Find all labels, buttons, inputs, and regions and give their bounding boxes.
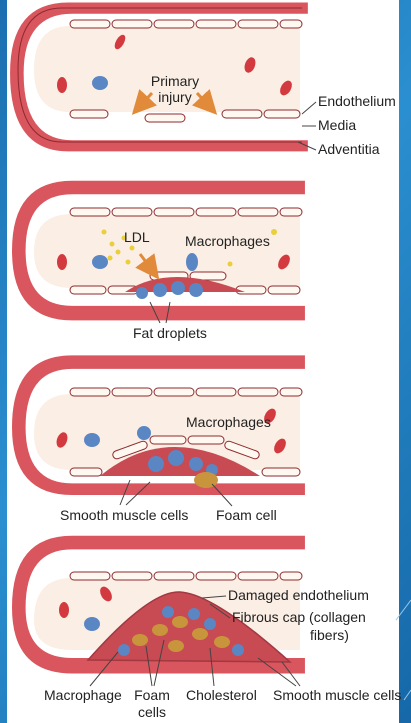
label-smooth-muscle-cells: Smooth muscle cells xyxy=(273,687,401,703)
foam-cells xyxy=(132,616,230,652)
macrophage-icon xyxy=(92,76,108,90)
vessel-wall-outer xyxy=(12,355,305,495)
panel-fibrous-plaque: Damaged endothelium Fibrous cap (collage… xyxy=(12,535,401,720)
vessel-wall-outer xyxy=(12,180,305,321)
macrophage-cluster xyxy=(137,426,218,476)
endothelium-top xyxy=(69,19,303,29)
red-blood-cells xyxy=(57,34,292,96)
label-fibrous-cap: Fibrous cap (collagen fibers) xyxy=(232,609,366,643)
label-foam-cell: Foam cell xyxy=(216,507,277,523)
label-damaged-endothelium: Damaged endothelium xyxy=(228,587,369,603)
label-macrophages: Macrophages xyxy=(186,414,271,430)
label-cholesterol: Cholesterol xyxy=(186,687,257,703)
macrophage-cluster xyxy=(136,253,203,299)
panel-ldl-macrophages: LDL Macrophages Fat droplets xyxy=(12,180,305,341)
label-macrophages: Macrophages xyxy=(185,233,270,249)
label-macrophage: Macrophage xyxy=(44,687,122,703)
red-blood-cells xyxy=(56,408,286,454)
macrophage-icon xyxy=(84,433,100,447)
label-media: Media xyxy=(318,117,356,133)
endothelium-bottom xyxy=(69,435,301,477)
foam-cells-line1: Foam xyxy=(134,687,170,703)
fibrous-cap-line1: Fibrous cap (collagen xyxy=(232,609,366,625)
red-blood-cells xyxy=(59,586,112,618)
vessel-wall-outer xyxy=(10,2,308,152)
macrophage-icon xyxy=(84,617,100,631)
ldl-particles xyxy=(101,229,277,267)
endothelium-top xyxy=(69,571,303,581)
label-smooth-muscle-cells: Smooth muscle cells xyxy=(60,507,188,523)
label-endothelium: Endothelium xyxy=(318,93,396,109)
label-line: injury xyxy=(158,89,191,105)
endothelium-top xyxy=(69,207,303,217)
label-line: Primary xyxy=(151,73,199,89)
macrophage-cluster xyxy=(118,606,244,656)
panel-smooth-muscle: Macrophages Smooth muscle cells Foam cel… xyxy=(12,355,305,523)
foam-cell xyxy=(194,472,218,488)
label-ldl: LDL xyxy=(124,229,150,245)
macrophage-icon xyxy=(92,255,108,269)
decorative-lines xyxy=(395,599,411,701)
red-blood-cells xyxy=(57,254,290,270)
label-fat-droplets: Fat droplets xyxy=(133,325,207,341)
lumen xyxy=(34,214,300,288)
label-adventitia: Adventitia xyxy=(318,141,380,157)
endothelium-top xyxy=(69,387,303,397)
foam-cells-line2: cells xyxy=(138,704,166,720)
fibrous-cap-line2: fibers) xyxy=(310,627,349,643)
lumen xyxy=(34,26,300,112)
endothelium-bottom xyxy=(69,109,301,123)
